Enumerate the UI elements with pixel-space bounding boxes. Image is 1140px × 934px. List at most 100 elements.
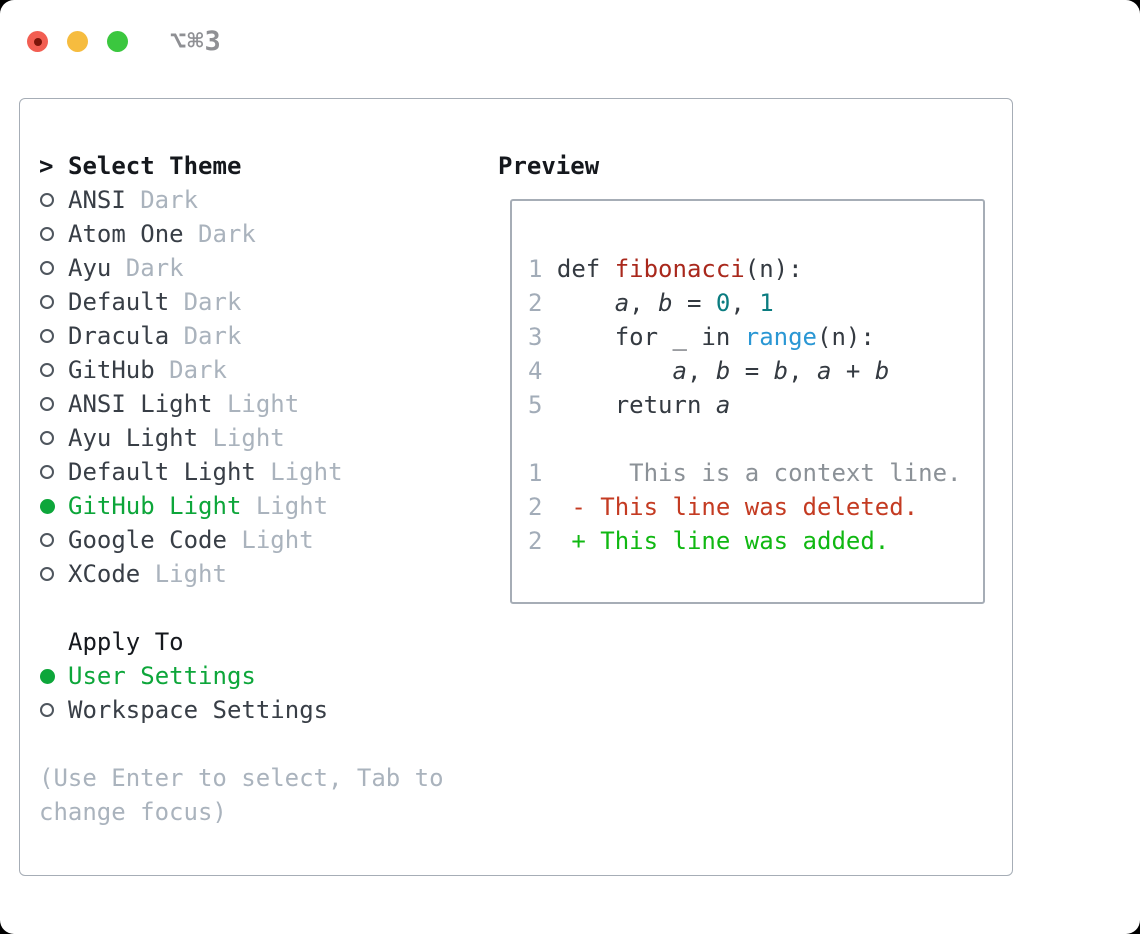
- code-token-var: b: [658, 289, 673, 317]
- radio-circle: [40, 465, 54, 479]
- radio-icon: [39, 397, 68, 411]
- radio-circle: [40, 498, 55, 514]
- spacer: [39, 727, 479, 761]
- code-token-plain: ,: [629, 289, 659, 317]
- radio-circle: [40, 567, 54, 581]
- radio-circle: [40, 397, 54, 411]
- close-button[interactable]: [27, 31, 48, 52]
- apply-to-header-row: Apply To: [39, 625, 479, 659]
- code-token-plain: =: [730, 357, 774, 385]
- radio-icon: [39, 465, 68, 479]
- theme-variant-badge: Light: [226, 390, 300, 418]
- theme-name: Atom One: [68, 220, 184, 248]
- radio-circle: [40, 431, 54, 445]
- theme-variant-badge: Light: [270, 458, 343, 486]
- line-number: 2: [528, 289, 543, 317]
- radio-circle: [40, 363, 54, 377]
- radio-icon: [39, 363, 68, 377]
- code-token-plain: (n):: [744, 255, 803, 283]
- theme-option-ayu-light[interactable]: Ayu Light Light: [39, 421, 479, 455]
- theme-option-ayu[interactable]: Ayu Dark: [39, 251, 479, 285]
- theme-name: Default Light: [68, 458, 256, 486]
- radio-circle: [40, 261, 54, 275]
- code-token-var: b: [773, 357, 789, 385]
- apply-option-label: User Settings: [68, 662, 256, 690]
- theme-variant-badge: Light: [255, 492, 329, 520]
- theme-variant-badge: Dark: [140, 186, 199, 214]
- radio-icon: [39, 261, 68, 275]
- line-number: 2: [528, 527, 543, 555]
- keyboard-hint-text: (Use Enter to select, Tab to change focu…: [39, 764, 444, 826]
- code-line: 5 return a: [528, 388, 983, 422]
- theme-option-default-light[interactable]: Default Light Light: [39, 455, 479, 489]
- theme-name: Google Code: [68, 526, 227, 554]
- code-token-var: a: [715, 391, 731, 419]
- maximize-button[interactable]: [107, 31, 128, 52]
- code-token-plain: ,: [730, 289, 760, 317]
- line-number: 1: [528, 459, 543, 487]
- code-token-plain: ,: [686, 357, 716, 385]
- apply-to-title: Apply To: [68, 628, 184, 656]
- theme-option-ansi-light[interactable]: ANSI Light Light: [39, 387, 479, 421]
- code-token-added: + This line was added.: [542, 527, 890, 555]
- code-token-var: b: [874, 357, 890, 385]
- code-token-var: a: [672, 357, 687, 385]
- radio-circle: [40, 193, 54, 207]
- theme-name: GitHub Light: [68, 492, 242, 520]
- minimize-button[interactable]: [67, 31, 88, 52]
- code-token-plain: ,: [788, 357, 818, 385]
- radio-icon: [39, 329, 68, 343]
- apply-option-label: Workspace Settings: [68, 696, 329, 724]
- theme-variant-badge: Dark: [183, 322, 242, 350]
- code-token-num: 0: [715, 289, 731, 317]
- radio-icon: [39, 533, 68, 547]
- apply-option-workspace-settings[interactable]: Workspace Settings: [39, 693, 479, 727]
- radio-circle: [40, 668, 55, 684]
- select-theme-title: Select Theme: [68, 152, 242, 180]
- radio-selected-icon: [39, 668, 68, 684]
- line-number: 4: [528, 357, 543, 385]
- apply-option-user-settings[interactable]: User Settings: [39, 659, 479, 693]
- theme-name: ANSI Light: [68, 390, 213, 418]
- radio-circle: [40, 703, 54, 717]
- radio-circle: [40, 533, 54, 547]
- code-token-func: fibonacci: [614, 255, 745, 283]
- code-token-var: a: [614, 289, 630, 317]
- radio-icon: [39, 431, 68, 445]
- theme-variant-badge: Dark: [125, 254, 184, 282]
- diff-line: 2 + This line was added.: [528, 524, 983, 558]
- line-number: 1: [528, 255, 543, 283]
- code-line: 2 a, b = 0, 1: [528, 286, 983, 320]
- code-token-plain: +: [831, 357, 875, 385]
- code-line: 1 def fibonacci(n):: [528, 252, 983, 286]
- radio-icon: [39, 227, 68, 241]
- code-token-plain: [542, 357, 672, 385]
- record-dot-icon: [33, 37, 42, 46]
- code-token-builtin: range: [744, 323, 817, 351]
- code-token-plain: for _ in: [542, 323, 745, 351]
- code-token-plain: [542, 289, 614, 317]
- theme-variant-badge: Light: [212, 424, 285, 452]
- theme-variant-badge: Dark: [183, 288, 242, 316]
- radio-circle: [40, 295, 54, 309]
- theme-name: GitHub: [68, 356, 155, 384]
- radio-icon: [39, 703, 68, 717]
- theme-option-github-light[interactable]: GitHub Light Light: [39, 489, 479, 523]
- theme-name: Ayu: [68, 254, 112, 282]
- code-token-plain: =: [672, 289, 716, 317]
- code-token-var: a: [817, 357, 832, 385]
- theme-name: Ayu Light: [68, 424, 199, 452]
- line-number: 3: [528, 323, 543, 351]
